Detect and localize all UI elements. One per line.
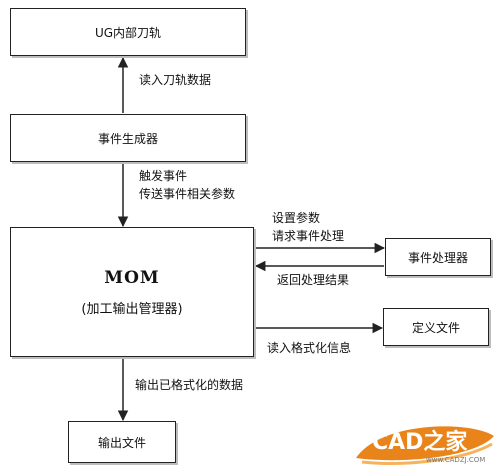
- ug-toolpath-box: UG内部刀轨: [10, 8, 246, 56]
- output-formatted-label: 输出已格式化的数据: [135, 378, 244, 392]
- event-handler-label: 事件处理器: [407, 250, 468, 265]
- output-file-box: 输出文件: [68, 421, 176, 463]
- event-handler-box: 事件处理器: [385, 238, 491, 276]
- trigger-event-label: 触发事件: [139, 169, 188, 183]
- ug-toolpath-label: UG内部刀轨: [94, 25, 162, 40]
- mom-box: MOM (加工输出管理器): [10, 227, 254, 357]
- event-generator-label: 事件生成器: [97, 131, 158, 146]
- watermark-swoosh-icon: [356, 426, 494, 465]
- watermark: CAD之家 www.CADZJ.COM: [350, 418, 498, 466]
- request-handling-label: 请求事件处理: [272, 229, 345, 243]
- event-generator-box: 事件生成器: [10, 114, 246, 162]
- definition-file-box: 定义文件: [383, 308, 489, 346]
- watermark-url: www.CADZJ.COM: [426, 456, 486, 464]
- pass-params-label: 传送事件相关参数: [139, 187, 236, 201]
- read-format-label: 读入格式化信息: [267, 341, 352, 355]
- definition-file-label: 定义文件: [411, 320, 460, 335]
- mom-subtitle: (加工输出管理器): [81, 301, 183, 317]
- return-result-label: 返回处理结果: [277, 273, 350, 287]
- output-file-label: 输出文件: [97, 435, 146, 450]
- watermark-text: CAD之家: [372, 430, 468, 455]
- read-toolpath-label: 读入刀轨数据: [139, 73, 212, 87]
- mom-name: MOM: [104, 267, 160, 288]
- set-params-label: 设置参数: [272, 211, 321, 225]
